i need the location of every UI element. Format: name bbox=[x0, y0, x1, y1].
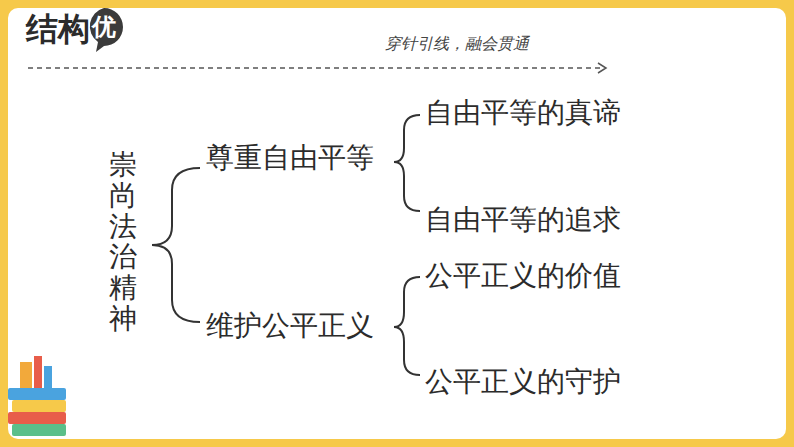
branch-topic: 维护公平正义 bbox=[206, 309, 374, 343]
header-subtitle: 穿针引线，融会贯通 bbox=[385, 34, 529, 53]
header-badge: 优 bbox=[92, 13, 116, 42]
leaf-topic: 自由平等的真谛 bbox=[425, 96, 621, 130]
leaf-topic: 公平正义的守护 bbox=[425, 365, 621, 399]
header-title: 结构 bbox=[26, 10, 90, 48]
curly-brace bbox=[394, 277, 420, 375]
leaf-topic: 公平正义的价值 bbox=[425, 259, 621, 293]
dashed-rule bbox=[28, 67, 600, 69]
root-topic: 崇尚法治精神 bbox=[109, 150, 137, 335]
curly-brace bbox=[394, 115, 420, 211]
leaf-topic: 自由平等的追求 bbox=[425, 203, 621, 237]
rule-arrow bbox=[598, 63, 606, 73]
branch-topic: 尊重自由平等 bbox=[206, 141, 374, 175]
books-icon bbox=[8, 356, 66, 436]
curly-brace bbox=[152, 168, 200, 322]
badge-bubble bbox=[90, 8, 123, 52]
